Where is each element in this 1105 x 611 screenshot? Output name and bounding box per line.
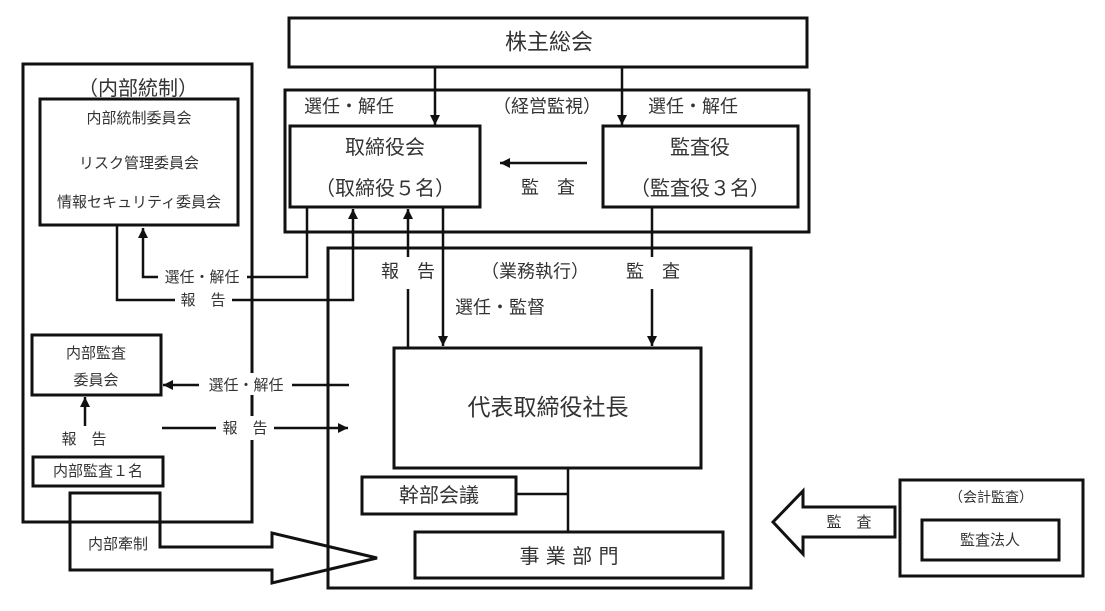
auditors-members: （監査役３名） [630, 176, 770, 200]
arrow-committees-report-to-board [232, 209, 358, 302]
internal-check-label: 内部牽制 [88, 535, 148, 553]
label-gap [216, 416, 274, 440]
line-board-appoint-committees [247, 207, 309, 279]
committee-item: 情報セキュリティ委員会 [57, 193, 221, 211]
executive-meeting-label: 幹部会議 [399, 483, 479, 507]
internal-audit-committee-line1: 内部監査 [66, 344, 126, 362]
label-gap [619, 257, 687, 289]
accounting-audit-title: （会計監査） [949, 489, 1033, 506]
arrow-appoint-committees [138, 228, 158, 279]
board-members: （取締役５名） [315, 176, 455, 200]
audit-firm-box [920, 518, 1061, 562]
exec-report-label: 報 告 [381, 262, 435, 283]
internal-auditor-box [31, 455, 165, 488]
internal-check-block-arrow [68, 491, 378, 585]
label-gap [199, 373, 292, 395]
board-of-directors-box [288, 124, 482, 209]
ceo-box [392, 346, 703, 470]
internal-control-title: （内部統制） [78, 76, 198, 100]
executive-meeting-box [360, 475, 518, 516]
business-division-label: 事 業 部 門 [519, 544, 618, 568]
ceo-label: 代表取締役社長 [468, 395, 629, 421]
label-gap [377, 257, 439, 289]
ceo-report-label: 報 告 [222, 419, 267, 437]
business-execution-box [326, 246, 753, 590]
auditor-report-label: 報 告 [61, 430, 106, 448]
shareholders-meeting-box [287, 16, 809, 69]
board-name: 取締役会 [345, 135, 425, 159]
auditors-name: 監査役 [670, 135, 730, 159]
internal-auditor-label: 内部監査１名 [53, 462, 143, 480]
committees-report-label: 報 告 [180, 291, 225, 309]
accounting-audit-box [898, 478, 1085, 578]
internal-audit-committee-line2: 委員会 [73, 371, 118, 389]
business-execution-title: （業務執行） [481, 262, 589, 283]
committee-item: リスク管理委員会 [79, 154, 199, 172]
ceo-appoint-dismiss-label: 選任・解任 [208, 376, 283, 394]
management-oversight-box [283, 88, 811, 234]
committees-box [38, 97, 240, 227]
audit-firm-label: 監査法人 [960, 531, 1020, 549]
accounting-audit-block-arrow [770, 487, 897, 558]
internal-control-box [21, 62, 254, 524]
accounting-audit-arrow-label: 監 査 [826, 513, 871, 531]
line-committees-report [115, 225, 175, 302]
committee-item: 内部統制委員会 [86, 109, 191, 127]
appoint-dismiss-committees-label: 選任・解任 [164, 268, 239, 286]
internal-audit-committee-box [30, 333, 163, 397]
shareholders-meeting-label: 株主総会 [505, 31, 593, 56]
exec-audit-label: 監 査 [626, 262, 680, 283]
appoint-supervise-label: 選任・監督 [455, 298, 545, 319]
audit-label: 監 査 [521, 178, 575, 199]
management-oversight-title: （経営監視） [493, 97, 601, 118]
appoint-dismiss-auditors-label: 選任・解任 [648, 97, 738, 118]
auditors-box [601, 124, 800, 209]
appoint-dismiss-board-label: 選任・解任 [304, 97, 394, 118]
